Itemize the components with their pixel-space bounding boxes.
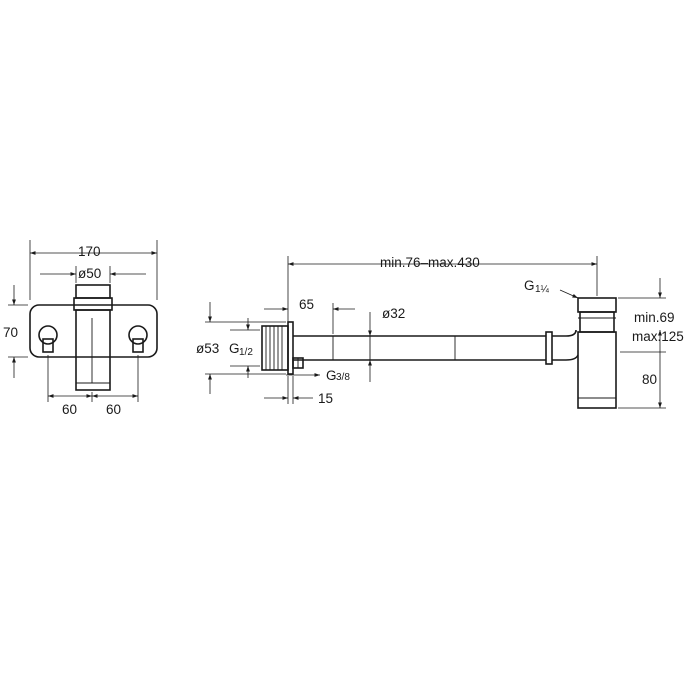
label-thread-small-frac: 3/8 <box>336 372 350 383</box>
label-height-max: max.125 <box>632 329 684 344</box>
horizontal-pipe <box>293 331 553 365</box>
small-valve <box>292 357 304 369</box>
label-thread-inlet-frac: 1/2 <box>239 347 253 358</box>
label-flange-diameter: ø53 <box>196 341 219 356</box>
side-view: min.76–max.430 65 ø32 ø53 G 1/2 <box>196 255 684 409</box>
label-thread-inlet: G <box>229 341 240 356</box>
label-thread-outlet-frac: 1¼ <box>535 283 550 295</box>
dim-length-range: min.76–max.430 <box>287 255 598 322</box>
left-inlet <box>38 325 58 353</box>
dim-small-thread: G 3/8 15 <box>264 368 350 406</box>
label-pipe-diameter: ø32 <box>382 306 405 321</box>
dim-flange-diameter: ø53 G 1/2 <box>196 302 286 394</box>
bottle-trap <box>552 297 617 409</box>
center-body <box>73 284 113 391</box>
wall-connector <box>261 321 294 375</box>
right-inlet <box>128 325 148 353</box>
wall-plate <box>29 304 158 358</box>
front-view: 170 ø50 70 60 60 <box>3 240 158 417</box>
label-thread-outlet: G <box>524 278 535 293</box>
dim-width-total: 170 <box>29 240 158 300</box>
label-length-range: min.76–max.430 <box>380 255 480 270</box>
label-trap-height: 80 <box>642 372 657 387</box>
dim-pipe-diameter: ø32 <box>368 306 405 382</box>
dim-thread-outlet: G 1¼ <box>524 278 579 299</box>
label-height: 70 <box>3 325 18 340</box>
label-spacing-right: 60 <box>106 402 121 417</box>
dim-outlet-diameter: ø50 <box>40 266 146 283</box>
label-offset: 65 <box>299 297 314 312</box>
dim-spacing: 60 60 <box>47 355 139 417</box>
label-thread-small: G <box>326 368 337 383</box>
dim-height: 70 <box>3 285 28 378</box>
label-outlet-diameter: ø50 <box>78 266 101 281</box>
dim-height-range: min.69 max.125 <box>618 278 684 353</box>
label-spacing-left: 60 <box>62 402 77 417</box>
dim-trap-height: 80 <box>618 352 666 409</box>
label-width-total: 170 <box>78 244 101 259</box>
label-nut-length: 15 <box>318 391 333 406</box>
dim-offset: 65 <box>264 297 355 334</box>
label-height-min: min.69 <box>634 310 675 325</box>
